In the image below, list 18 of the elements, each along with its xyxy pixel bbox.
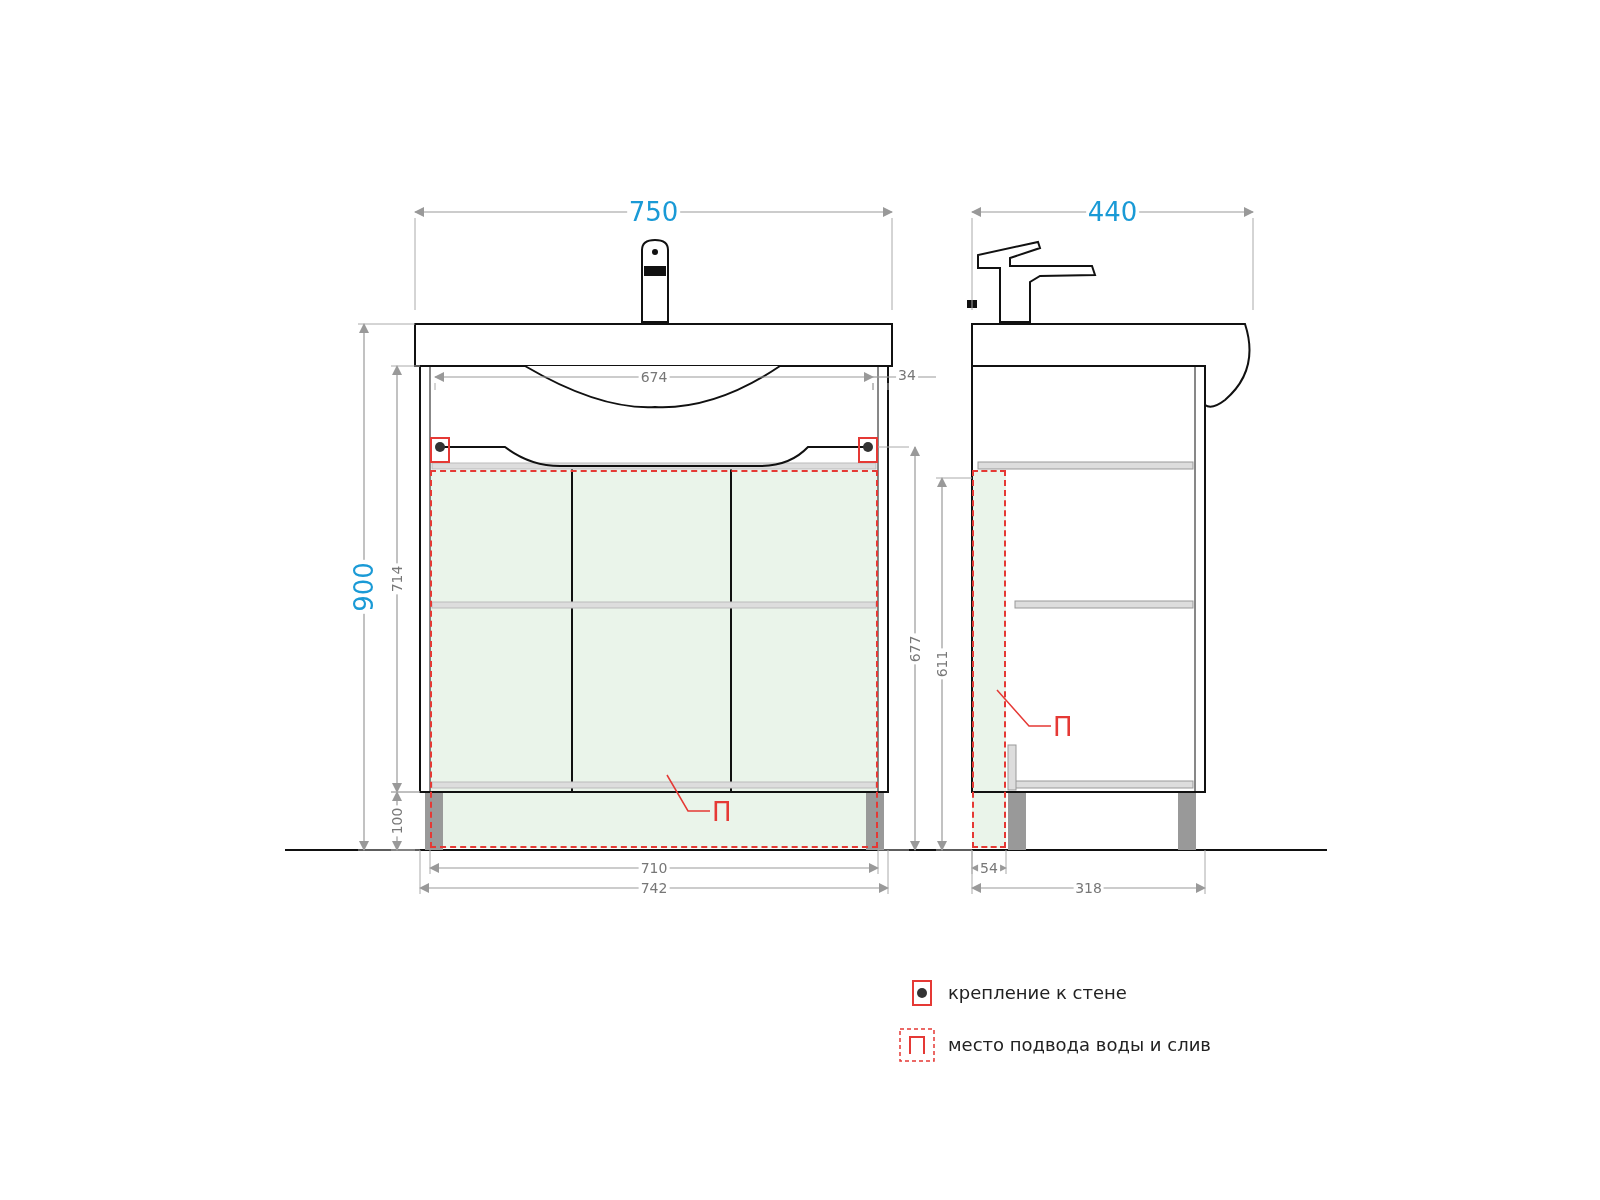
dimension-label: 742	[638, 881, 670, 895]
dimension-label: 710	[638, 861, 670, 875]
dimension-label: 100	[390, 805, 404, 837]
leader-line	[996, 689, 1052, 727]
dimension-label: 674	[638, 370, 670, 384]
dimension-label: 34	[896, 368, 918, 382]
dimension-label: 714	[390, 563, 404, 595]
legend-label: место подвода воды и слив	[948, 1036, 1211, 1054]
dimension-label: 611	[935, 648, 949, 680]
dimension-label: 677	[908, 633, 922, 664]
dimension-label: 54	[978, 861, 1000, 875]
dimension-label: 318	[1073, 881, 1104, 895]
leader-line	[666, 774, 711, 812]
legend-label: крепление к стене	[948, 984, 1127, 1002]
water-drain-zone	[972, 470, 1006, 848]
water-drain-zone	[430, 470, 878, 848]
zone-label: П	[1053, 712, 1077, 740]
zone-label: П	[712, 797, 736, 825]
